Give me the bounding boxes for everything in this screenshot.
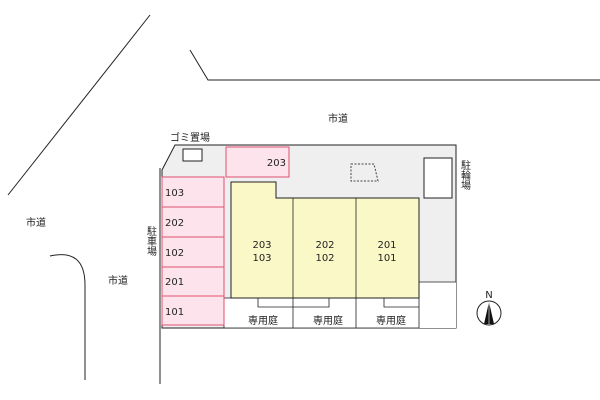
dashed-area: [350, 163, 379, 182]
parking-space-label: 201: [165, 277, 184, 288]
north-compass-icon: N: [476, 290, 502, 326]
unit-label: 102: [315, 253, 334, 264]
garden-area: [223, 297, 420, 329]
parking-space-label: 102: [165, 248, 184, 259]
parking-space: [161, 206, 225, 238]
bicycle-parking-label: 駐輪場: [459, 159, 471, 191]
garden-fence: [257, 298, 330, 308]
road-label-middle: 市道: [108, 274, 128, 287]
car-parking-label: 駐車場: [145, 225, 157, 257]
garden-label: 専用庭: [248, 314, 278, 327]
parking-space-label: 101: [165, 307, 184, 318]
unit-label: 203: [252, 240, 271, 251]
road-edge-curve: [49, 254, 86, 380]
garden-label: 専用庭: [376, 314, 406, 327]
garbage-area: [182, 148, 203, 162]
road-label-top: 市道: [328, 112, 348, 125]
bicycle-parking: [423, 157, 453, 199]
unit-label: 201: [377, 240, 396, 251]
parking-space: [161, 266, 225, 297]
car-parking: 103 202 102 201 101: [161, 176, 225, 326]
parking-space-top-label: 203: [267, 158, 286, 169]
road-label-left: 市道: [26, 216, 46, 229]
unit-label: 202: [315, 240, 334, 251]
garden-label: 専用庭: [313, 314, 343, 327]
building: [230, 181, 420, 299]
parking-space-label: 103: [165, 188, 184, 199]
parking-space-top: [225, 146, 290, 178]
road-edge-diagonal: [7, 14, 151, 196]
compass-label: N: [485, 290, 492, 301]
garden-fence: [383, 298, 419, 308]
garbage-label: ゴミ置場: [170, 131, 210, 144]
road-edge-top: [189, 49, 600, 81]
parking-space-label: 202: [165, 218, 184, 229]
lot-open-corner: [419, 282, 456, 328]
unit-label: 101: [377, 253, 396, 264]
parking-space: [161, 236, 225, 268]
parking-space: [161, 295, 225, 326]
unit-label: 103: [252, 253, 271, 264]
